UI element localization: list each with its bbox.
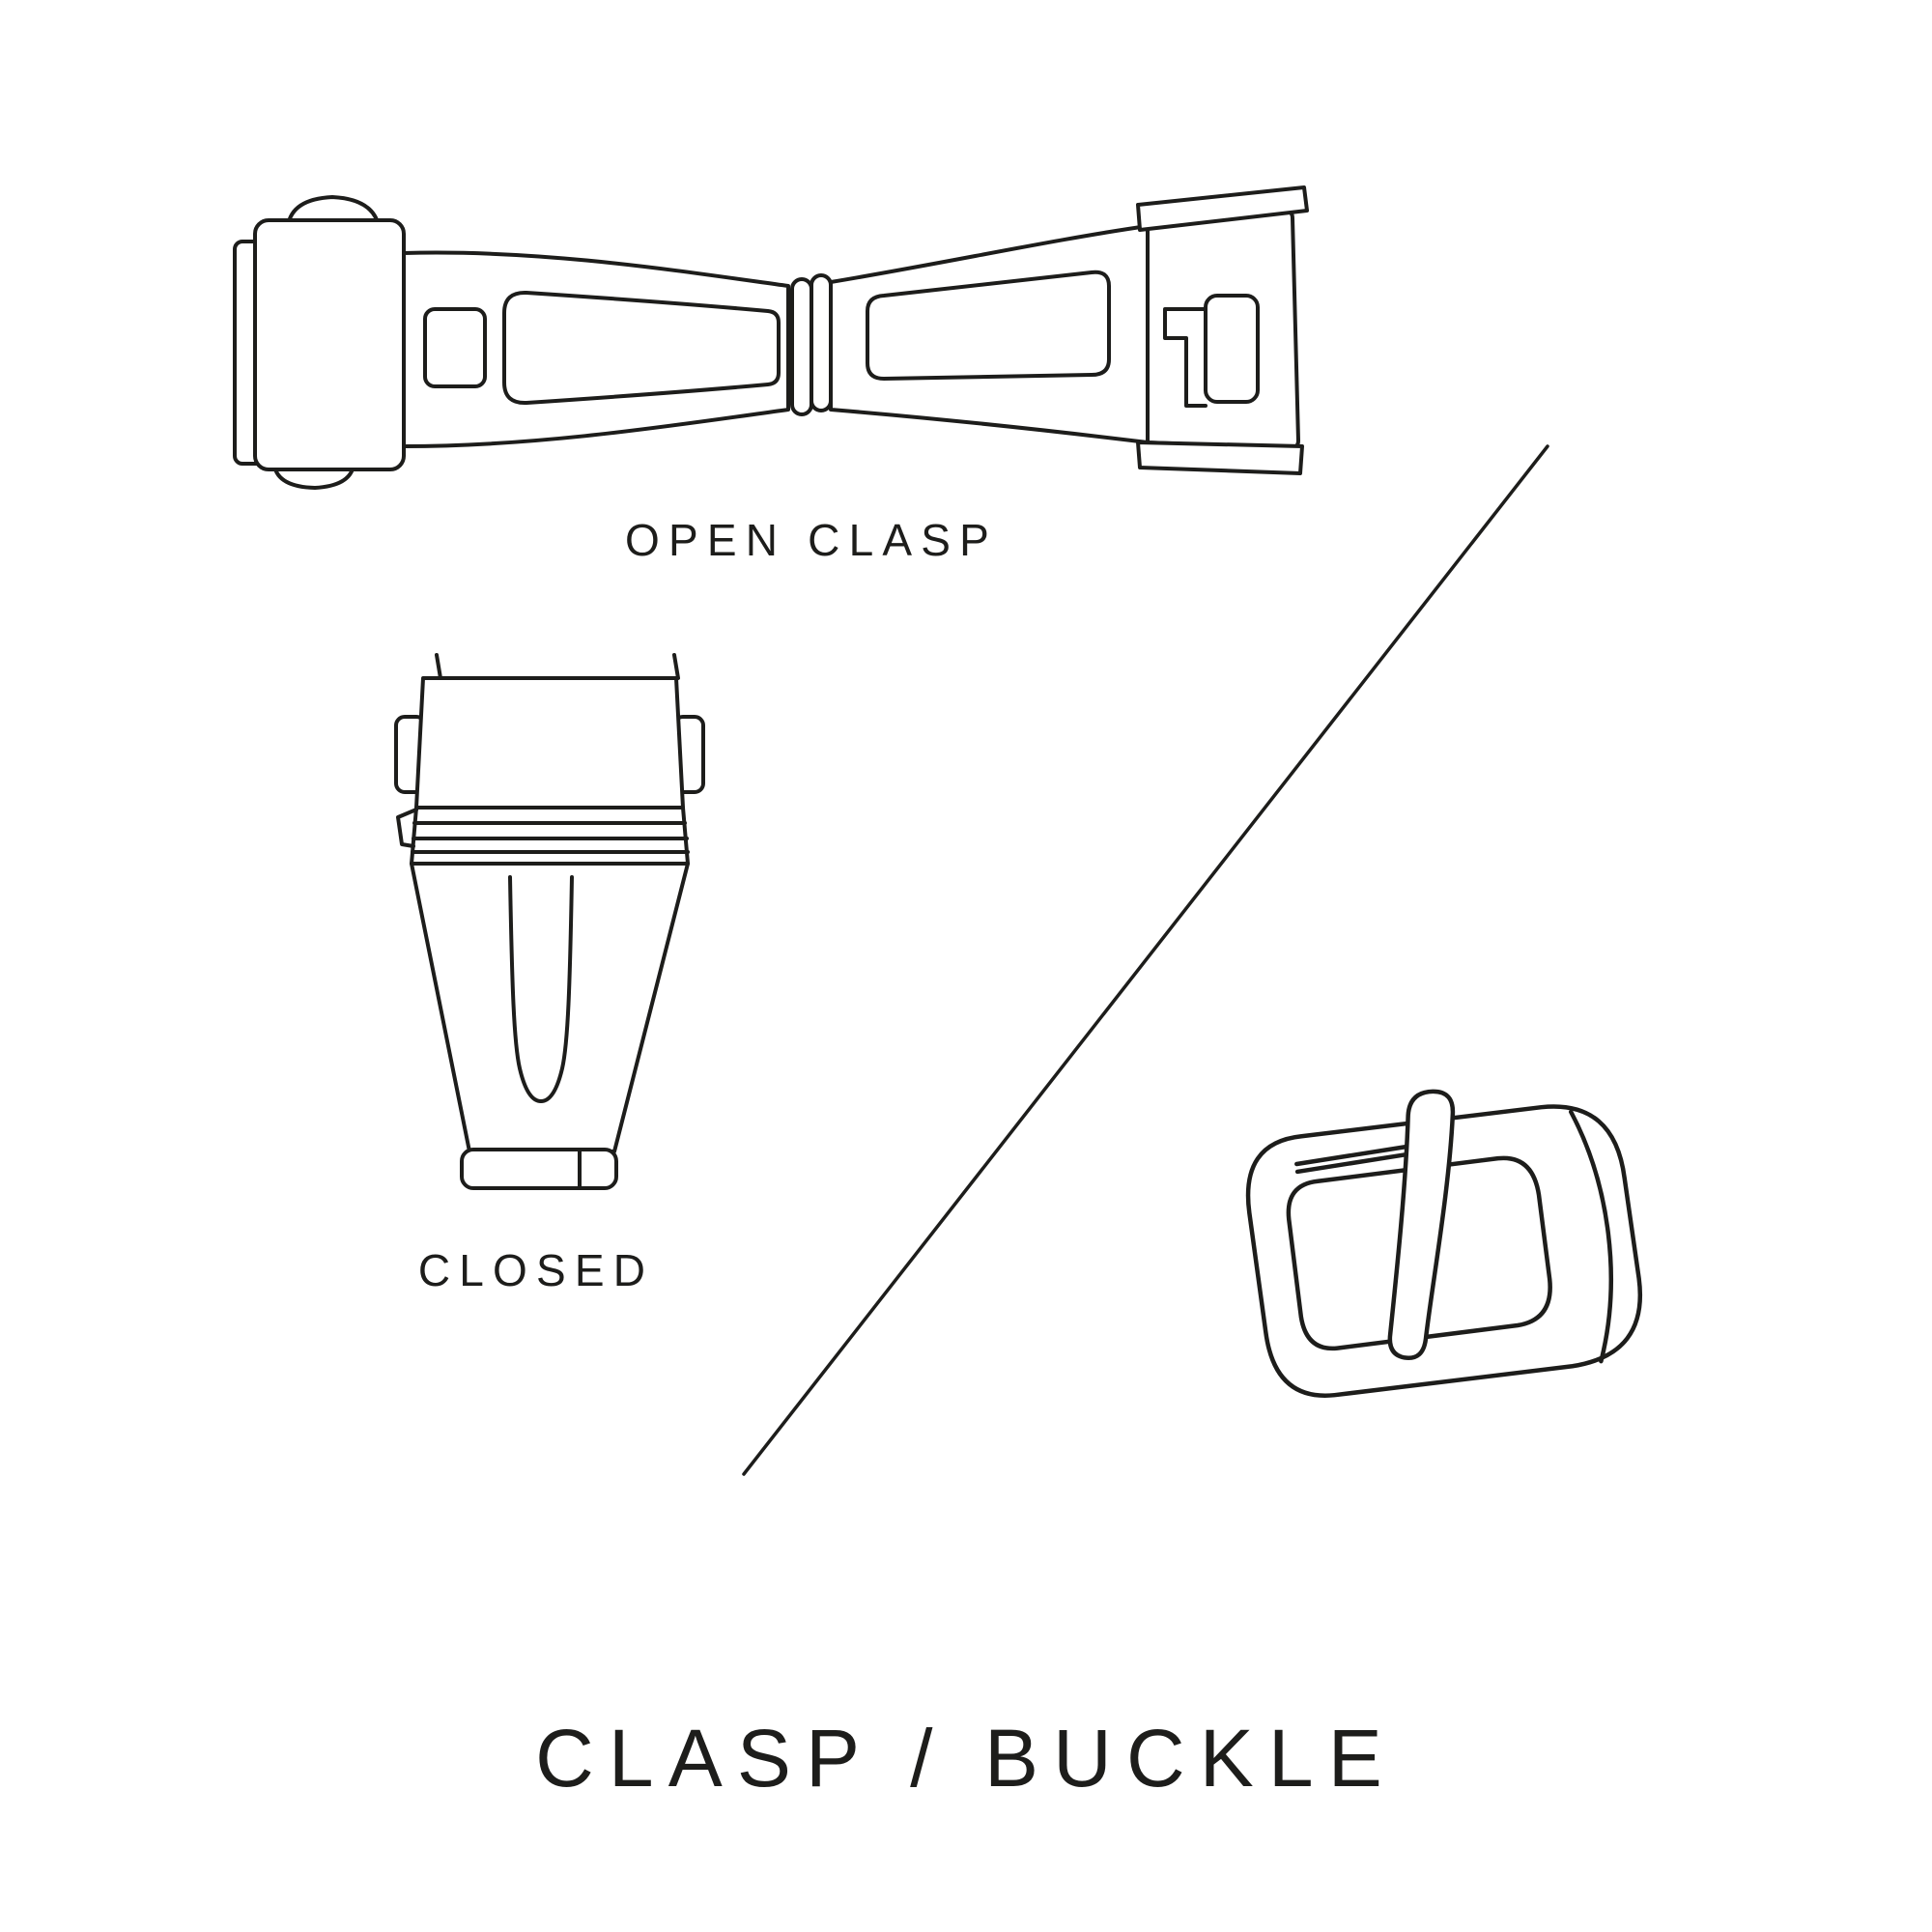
divider-line xyxy=(742,444,1549,1476)
open-clasp-hook-detail xyxy=(1163,307,1208,408)
open-clasp-left-slot xyxy=(502,290,781,406)
open-clasp-illustration xyxy=(233,185,1309,490)
diagram-title: CLASP / BUCKLE xyxy=(535,1713,1397,1804)
closed-clasp-prong-left xyxy=(435,653,442,680)
open-clasp-right-hole xyxy=(1204,294,1260,404)
open-clasp-right-bottom-strip xyxy=(1136,440,1304,475)
buckle-prong xyxy=(1387,1089,1456,1361)
buckle-illustration xyxy=(1245,1089,1642,1398)
closed-label: CLOSED xyxy=(417,1245,655,1295)
open-clasp-left-box xyxy=(253,218,406,471)
closed-clasp-illustration xyxy=(394,653,705,1190)
closed-clasp-left-notch xyxy=(396,808,418,848)
closed-clasp-inner-slot xyxy=(508,875,574,1103)
buckle-pin-bottom xyxy=(1294,1151,1411,1175)
open-clasp-right-top-strip xyxy=(1136,185,1309,232)
closed-clasp-cover xyxy=(414,676,685,810)
closed-clasp-end-bar xyxy=(460,1148,618,1190)
open-clasp-arm-notch xyxy=(423,307,487,388)
open-clasp-hinge-2 xyxy=(810,273,833,412)
closed-clasp-prong-right xyxy=(672,653,680,680)
closed-clasp-band xyxy=(410,806,690,866)
open-clasp-right-slot xyxy=(866,270,1111,381)
buckle-right-contour xyxy=(1568,1109,1613,1364)
closed-clasp-body xyxy=(410,862,690,1153)
open-clasp-hinge xyxy=(790,277,813,416)
buckle-pin-top xyxy=(1294,1144,1410,1167)
open-clasp-label: OPEN CLASP xyxy=(625,515,998,565)
